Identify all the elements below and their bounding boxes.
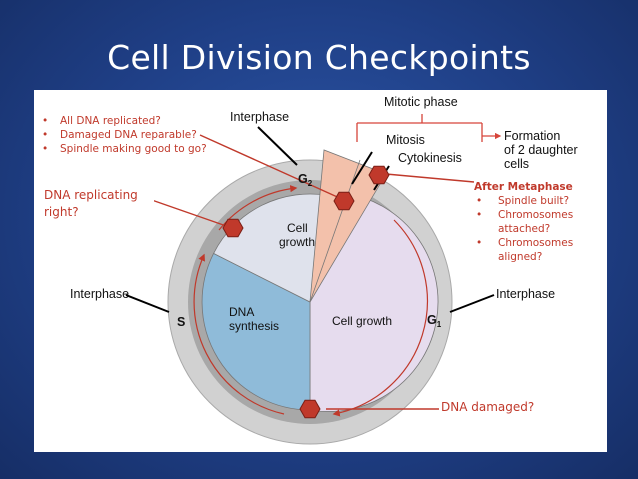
label-cell-growth-top-1: Cell (287, 221, 308, 235)
list-item: Damaged DNA reparable? (40, 128, 207, 142)
label-formation-2: of 2 daughter (504, 143, 578, 157)
list-item: Spindle built? (474, 194, 599, 208)
cycle-arrow-s (193, 253, 285, 415)
checkpoint-icon (299, 399, 321, 419)
list-item: Spindle making good to go? (40, 142, 207, 156)
list-item: Chromosomes aligned? (474, 236, 599, 264)
label-cell-growth-top-2: growth (279, 235, 315, 249)
list-item: Chromosomes attached? (474, 208, 599, 236)
pointer-dna-replicating (145, 197, 233, 229)
label-g1: G1 (427, 313, 442, 329)
after-metaphase-note: After Metaphase Spindle built? Chromosom… (474, 180, 599, 264)
label-cytokinesis: Cytokinesis (398, 151, 462, 165)
cell-cycle-diagram: Mitotic phase Interphase Mitosis Cytokin… (70, 95, 578, 445)
pointer-spindle (199, 134, 345, 201)
pointer-metaphase (385, 173, 475, 183)
label-interphase-right: Interphase (496, 287, 555, 301)
label-s: S (177, 315, 185, 329)
label-formation-1: Formation (504, 129, 560, 143)
checkpoint-icon (333, 191, 355, 211)
diagram-panel: Mitotic phase Interphase Mitosis Cytokin… (34, 90, 607, 452)
slide-title: Cell Division Checkpoints (107, 38, 531, 77)
label-dna-synthesis-2: synthesis (229, 319, 279, 333)
label-interphase-top: Interphase (230, 110, 289, 124)
label-dna-synthesis-1: DNA (229, 305, 254, 319)
label-mitosis: Mitosis (386, 133, 425, 147)
checkpoint-icon (368, 165, 390, 185)
cycle-arrow-g1 (332, 219, 429, 417)
list-item: All DNA replicated? (40, 114, 207, 128)
leader-interphase-right (449, 294, 495, 313)
g2-sector (213, 193, 330, 303)
leader-interphase-left (125, 294, 170, 313)
g2-checkpoint-questions: All DNA replicated? Damaged DNA reparabl… (40, 114, 207, 156)
label-interphase-left: Interphase (70, 287, 129, 301)
leader-interphase-top (257, 126, 298, 166)
checkpoint-icon (222, 218, 244, 238)
label-formation-3: cells (504, 157, 529, 171)
s-sector (201, 252, 311, 411)
label-mitotic-phase: Mitotic phase (384, 95, 458, 109)
after-metaphase-header: After Metaphase (474, 181, 573, 193)
label-g2: G2 (298, 172, 313, 188)
mitotic-wedge (309, 149, 387, 303)
dna-damaged-note: DNA damaged? (439, 400, 537, 414)
leader-mitosis (351, 151, 373, 185)
cycle-arrow-g2 (218, 185, 298, 231)
dna-replicating-note: DNA replicating right? (44, 187, 154, 221)
label-cell-growth-right: Cell growth (332, 314, 392, 328)
